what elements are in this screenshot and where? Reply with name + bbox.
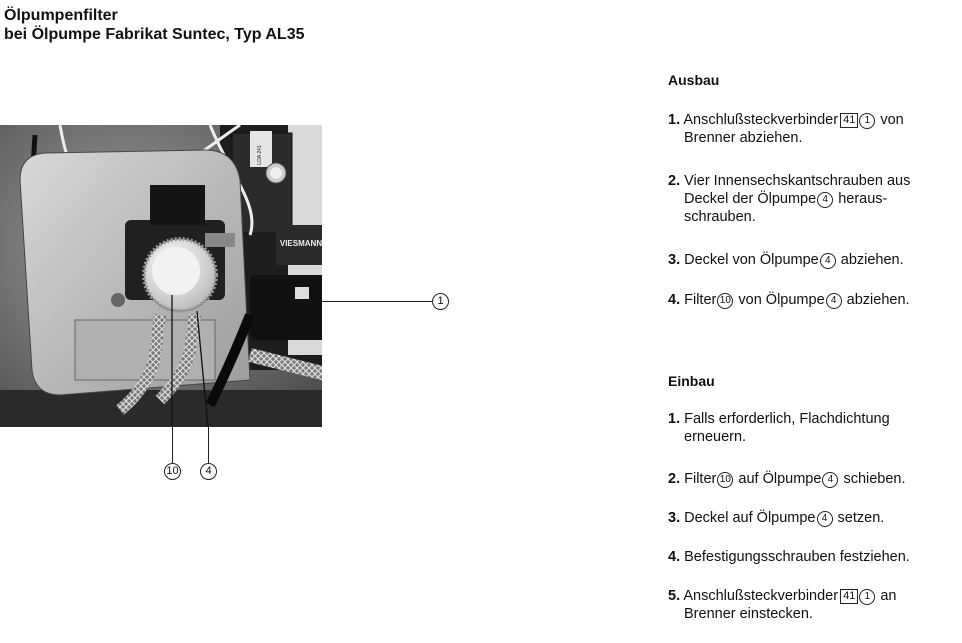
ausbau-step-2: 2. Vier Innensechskantschrauben aus Deck…	[668, 173, 911, 225]
component-ref-10: 10	[717, 472, 734, 488]
page-title: Ölpumpenfilter bei Ölpumpe Fabrikat Sunt…	[4, 6, 305, 44]
oil-pump-photo: LOA 241 VIESMANN	[0, 125, 322, 427]
brand-label: VIESMANN	[280, 239, 322, 248]
callout-10: 10	[164, 463, 181, 480]
component-box-41: 41	[840, 589, 859, 604]
oil-pump-illustration: LOA 241 VIESMANN	[0, 125, 322, 427]
component-ref-4: 4	[816, 511, 833, 527]
callout-1: 1	[432, 293, 449, 310]
component-ref-10: 10	[717, 293, 734, 309]
einbau-step-4: 4. Befestigungsschrauben festziehen.	[668, 549, 910, 565]
einbau-step-1: 1. Falls erforderlich, Flachdichtung ern…	[668, 411, 890, 445]
component-ref-1: 1	[859, 589, 876, 605]
title-line-2: bei Ölpumpe Fabrikat Suntec, Typ AL35	[4, 26, 305, 43]
title-line-1: Ölpumpenfilter	[4, 7, 118, 24]
callout-line-10	[172, 427, 173, 463]
component-ref-4: 4	[817, 192, 834, 208]
component-ref-4: 4	[819, 253, 836, 269]
ausbau-heading: Ausbau	[668, 72, 720, 88]
component-box-41: 41	[840, 113, 859, 128]
callout-4: 4	[200, 463, 217, 480]
control-unit-label: LOA 241	[257, 145, 263, 165]
callout-line-1	[322, 301, 432, 302]
component-ref-1: 1	[859, 113, 876, 129]
callout-line-4	[208, 427, 209, 463]
component-ref-4: 4	[822, 472, 839, 488]
component-ref-4: 4	[825, 293, 842, 309]
einbau-heading: Einbau	[668, 373, 715, 389]
